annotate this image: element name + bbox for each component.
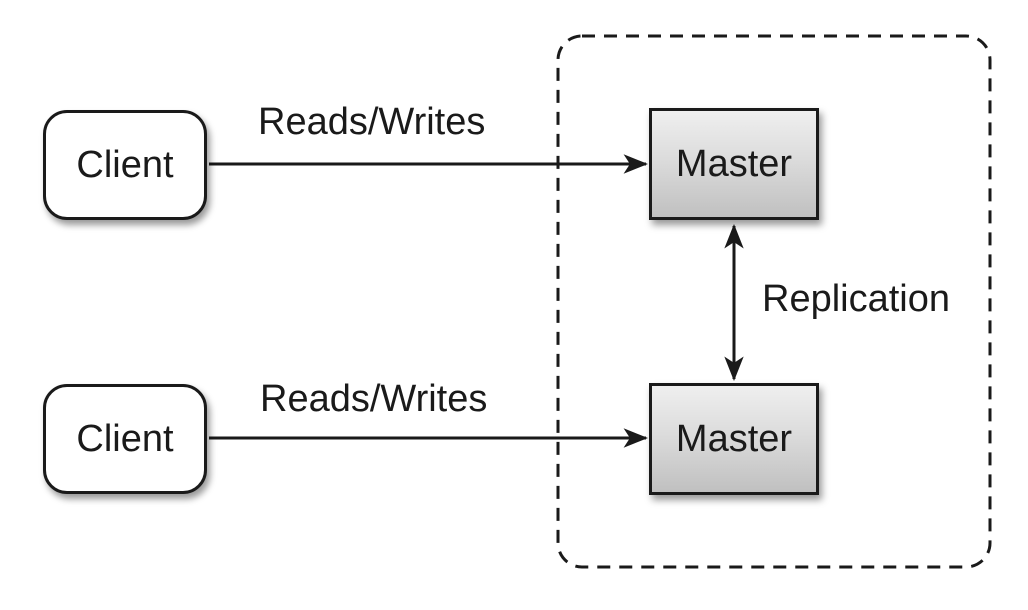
master-top-node: Master — [649, 108, 819, 220]
client-top-node: Client — [43, 110, 207, 220]
client-bottom-label: Client — [76, 418, 174, 460]
replication-edge-label: Replication — [762, 278, 950, 320]
client-top-label: Client — [76, 144, 174, 186]
master-top-label: Master — [675, 143, 793, 185]
reads-writes-bottom-edge-label: Reads/Writes — [260, 378, 488, 420]
reads-writes-top-edge-label: Reads/Writes — [258, 101, 486, 143]
master-bottom-node: Master — [649, 383, 819, 495]
client-bottom-node: Client — [43, 384, 207, 494]
master-bottom-label: Master — [675, 418, 793, 460]
replication-boundary-dashed-border — [556, 34, 992, 569]
